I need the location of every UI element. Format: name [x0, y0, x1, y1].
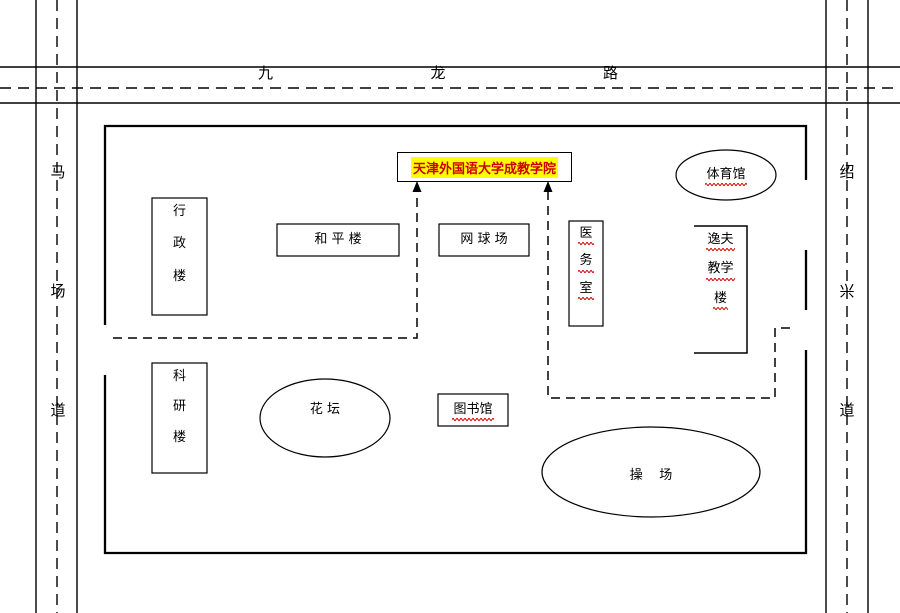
road-top-lines: [0, 66, 900, 104]
road-label-jiulong: 九 龙 路: [258, 62, 618, 83]
playground-ellipse: [541, 426, 761, 518]
leader-arrow-left: [113, 190, 418, 339]
library-label: 图书馆: [438, 394, 508, 426]
research-building-label-line-2: 楼: [172, 429, 186, 445]
road-label-machang-char-0: 马: [50, 163, 66, 181]
heping-building-label: 和 平 楼: [277, 224, 399, 256]
admin-building-label-line-0: 行: [172, 204, 186, 219]
heping-building-box: [276, 223, 400, 257]
flowerbed-label: 花 坛: [275, 398, 375, 422]
admin-building-box: [151, 197, 208, 316]
road-label-shaoxing-char-1: 兴: [839, 282, 855, 300]
leader-arrow-right-head: [543, 181, 553, 192]
campus-wall: [103, 124, 808, 555]
yifu-building-label-line-2: 楼: [712, 290, 729, 311]
gymnasium-label-text: 体育馆: [705, 166, 747, 187]
research-building-label: 科 研 楼: [152, 369, 207, 474]
clinic-label-line-2: 室: [578, 280, 594, 301]
campus-title-callout: 天津外国语大学成教学院: [397, 152, 572, 182]
clinic-box: [568, 220, 604, 327]
research-building-box: [151, 362, 208, 474]
yifu-building-label: 逸夫 教学 楼: [694, 232, 747, 347]
campus-title-text: 天津外国语大学成教学院: [410, 156, 558, 178]
gymnasium-ellipse: [675, 149, 777, 201]
road-left-lines: [35, 0, 78, 613]
library-label-text: 图书馆: [452, 401, 494, 422]
road-label-machang-char-2: 道: [50, 401, 66, 419]
gymnasium-label: 体育馆: [676, 163, 776, 187]
road-label-machang: 马 场 道: [50, 165, 66, 418]
road-label-jiulong-char-1: 龙: [430, 64, 446, 82]
tennis-court-label-text: 网 球 场: [460, 231, 508, 247]
heping-building-label-text: 和 平 楼: [314, 231, 362, 247]
yifu-building-label-line-1: 教学: [706, 261, 735, 281]
road-label-shaoxing: 绍 兴 道: [839, 165, 855, 418]
leader-arrow-left-head: [412, 181, 422, 192]
clinic-label: 医 务 室: [569, 226, 603, 326]
admin-building-label-line-2: 楼: [172, 268, 186, 284]
road-right-lines: [825, 0, 869, 613]
road-label-jiulong-char-0: 九: [258, 64, 274, 82]
clinic-label-line-0: 医: [578, 226, 594, 246]
road-label-shaoxing-char-0: 绍: [839, 163, 855, 181]
road-label-machang-char-1: 场: [50, 282, 66, 300]
playground-label: 操 场: [601, 464, 701, 488]
playground-label-text: 操 场: [629, 467, 673, 483]
road-label-shaoxing-char-2: 道: [839, 401, 855, 419]
research-building-label-line-0: 科: [172, 369, 186, 384]
tennis-court-label: 网 球 场: [439, 224, 529, 256]
yifu-building-box: [694, 225, 748, 354]
research-building-label-line-1: 研: [172, 399, 186, 415]
admin-building-label: 行 政 楼: [152, 204, 207, 314]
flowerbed-ellipse: [259, 378, 391, 458]
road-label-jiulong-char-2: 路: [602, 64, 618, 82]
flowerbed-label-text: 花 坛: [309, 401, 341, 417]
yifu-building-label-line-0: 逸夫: [706, 232, 735, 252]
leader-arrow-right: [547, 190, 790, 399]
tennis-court-box: [438, 223, 530, 257]
admin-building-label-line-1: 政: [172, 236, 186, 252]
clinic-label-line-1: 务: [578, 253, 594, 273]
